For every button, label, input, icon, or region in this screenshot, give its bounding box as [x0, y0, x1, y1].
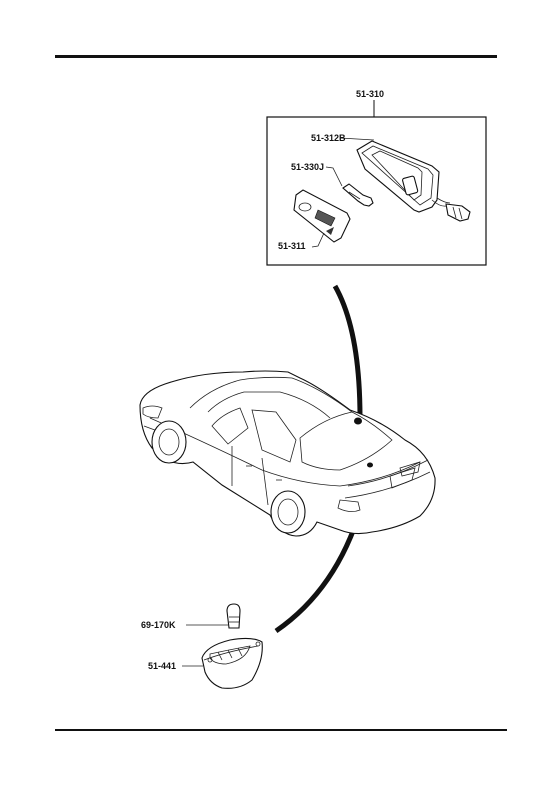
lamp-cover-icon	[293, 189, 351, 243]
label-51-312B: 51-312B	[311, 133, 346, 143]
label-51-441: 51-441	[148, 661, 176, 671]
upper-callout-arc	[332, 284, 363, 419]
bottom-rule	[55, 729, 507, 731]
sedan-car-icon	[139, 370, 436, 537]
bulb-icon	[342, 183, 374, 207]
top-rule	[55, 55, 497, 58]
assembly-callout	[266, 100, 487, 266]
callout-box	[266, 116, 487, 266]
label-51-311: 51-311	[278, 241, 306, 251]
socket-bulb-icon	[226, 603, 241, 629]
label-51-330J: 51-330J	[291, 162, 324, 172]
label-69-170K: 69-170K	[141, 620, 176, 630]
label-51-310: 51-310	[356, 89, 384, 99]
lamp-housing-icon	[356, 140, 471, 222]
trunk-lamp-icon	[201, 637, 263, 689]
